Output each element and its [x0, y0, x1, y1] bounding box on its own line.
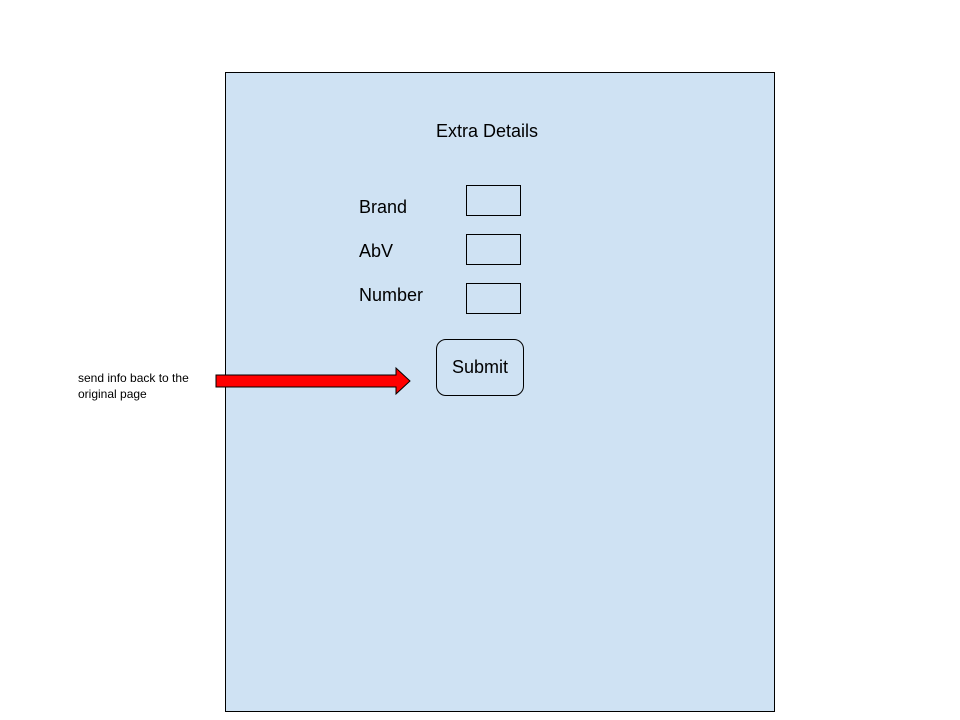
submit-button[interactable]: Submit — [436, 339, 524, 396]
abv-label: AbV — [359, 241, 394, 261]
brand-label: Brand — [359, 197, 408, 217]
extra-details-panel — [225, 72, 775, 712]
annotation-arrow-icon — [215, 366, 411, 396]
annotation-note: send info back to the original page — [78, 371, 189, 401]
arrow-shape — [215, 366, 411, 396]
brand-input[interactable] — [466, 185, 521, 216]
abv-input[interactable] — [466, 234, 521, 265]
number-label: Number — [359, 285, 424, 305]
form-title: Extra Details — [436, 121, 539, 141]
number-input[interactable] — [466, 283, 521, 314]
